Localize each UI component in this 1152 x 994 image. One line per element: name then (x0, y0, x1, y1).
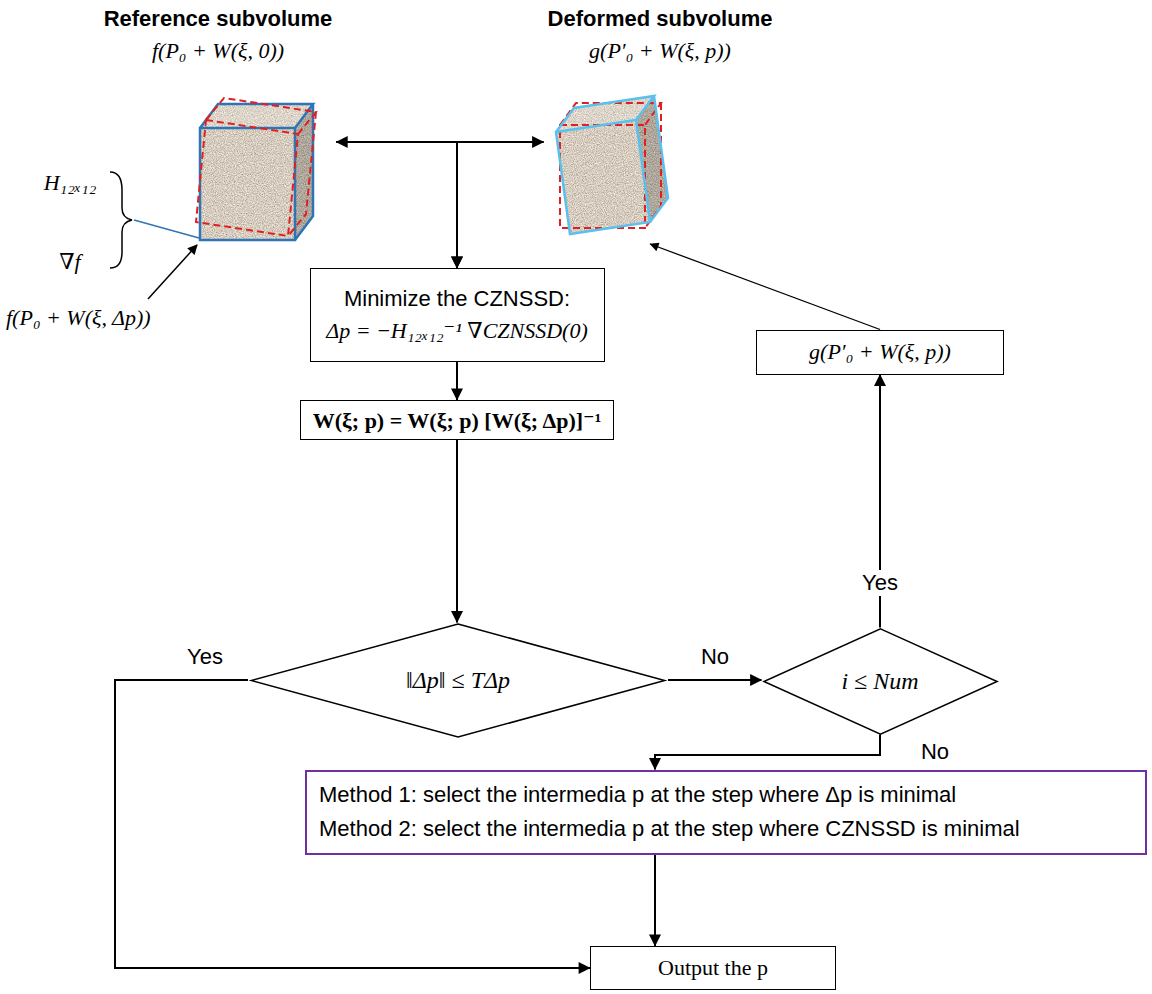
reference-outline (560, 103, 661, 228)
diamond-shape (763, 628, 996, 733)
flow-arrow (457, 142, 544, 268)
node-text: i ≤ Num (841, 668, 918, 695)
deformed-cube (556, 96, 668, 234)
node-text: ‖Δp‖ ≤ TΔp (406, 667, 510, 694)
formula-label: f(P₀ + W(ξ, Δp)) (6, 305, 151, 331)
node-text: Deformed subvolume (548, 6, 773, 32)
cube-face (200, 128, 295, 240)
node-text: W(ξ; p) = W(ξ; p) [W(ξ; Δp)]⁻¹ (313, 407, 602, 434)
flow-arrow (456, 362, 458, 400)
node-text: g(P′₀ + W(ξ, p)) (809, 339, 951, 365)
subvolume-figure: Reference subvolume f(P₀ + W(ξ, 0)) (100, 4, 337, 244)
warped-outline (196, 98, 316, 236)
process-box: Minimize the CZNSSD: Δp = −H₁₂ₓ₁₂⁻¹ ∇CZNS… (310, 268, 605, 362)
diamond-shape (251, 623, 664, 736)
reference-cube (196, 98, 316, 240)
leader-arrow (148, 245, 197, 299)
decision-diamond: ‖Δp‖ ≤ TΔp (248, 623, 668, 738)
update-box: W(ξ; p) = W(ξ; p) [W(ξ; Δp)]⁻¹ (300, 400, 615, 440)
flow-arrow (336, 142, 457, 268)
flow-arrow (668, 679, 762, 681)
node-text: Output the p (658, 955, 768, 981)
flow-arrow (655, 735, 880, 770)
flow-arrow (456, 440, 458, 623)
node-text: Minimize the CZNSSD: (344, 286, 570, 312)
node-text: Method 1: select the intermedia p at the… (319, 782, 956, 808)
flow-arrow (650, 244, 880, 330)
branch-label: Yes (184, 644, 226, 670)
node-subtext: g(P′₀ + W(ξ, p)) (589, 38, 731, 64)
flow-arrow (654, 855, 656, 947)
branch-label: No (918, 739, 952, 765)
matrix-label: H₁₂ₓ₁₂ (44, 170, 97, 196)
cube-outline (200, 104, 313, 240)
node-subtext: Δp = −H₁₂ₓ₁₂⁻¹ ∇CZNSSD(0) (326, 318, 588, 344)
cube-face (556, 120, 650, 234)
gradient-label: ∇f (59, 249, 80, 275)
decision-diamond: i ≤ Num (762, 628, 999, 735)
subvolume-figure: Deformed subvolume g(P′₀ + W(ξ, p)) (544, 4, 777, 244)
warp-box: g(P′₀ + W(ξ, p)) (756, 330, 1004, 375)
method-box: Method 1: select the intermedia p at the… (305, 770, 1147, 855)
output-box: Output the p (590, 946, 836, 990)
branch-label: No (698, 644, 732, 670)
cube-outline (556, 96, 668, 234)
leader-line (134, 220, 199, 238)
node-subtext: f(P₀ + W(ξ, 0)) (152, 38, 284, 64)
node-text: Reference subvolume (104, 6, 333, 32)
node-subtext: Method 2: select the intermedia p at the… (319, 816, 1020, 842)
branch-label: Yes (859, 570, 901, 596)
brace (110, 172, 132, 268)
